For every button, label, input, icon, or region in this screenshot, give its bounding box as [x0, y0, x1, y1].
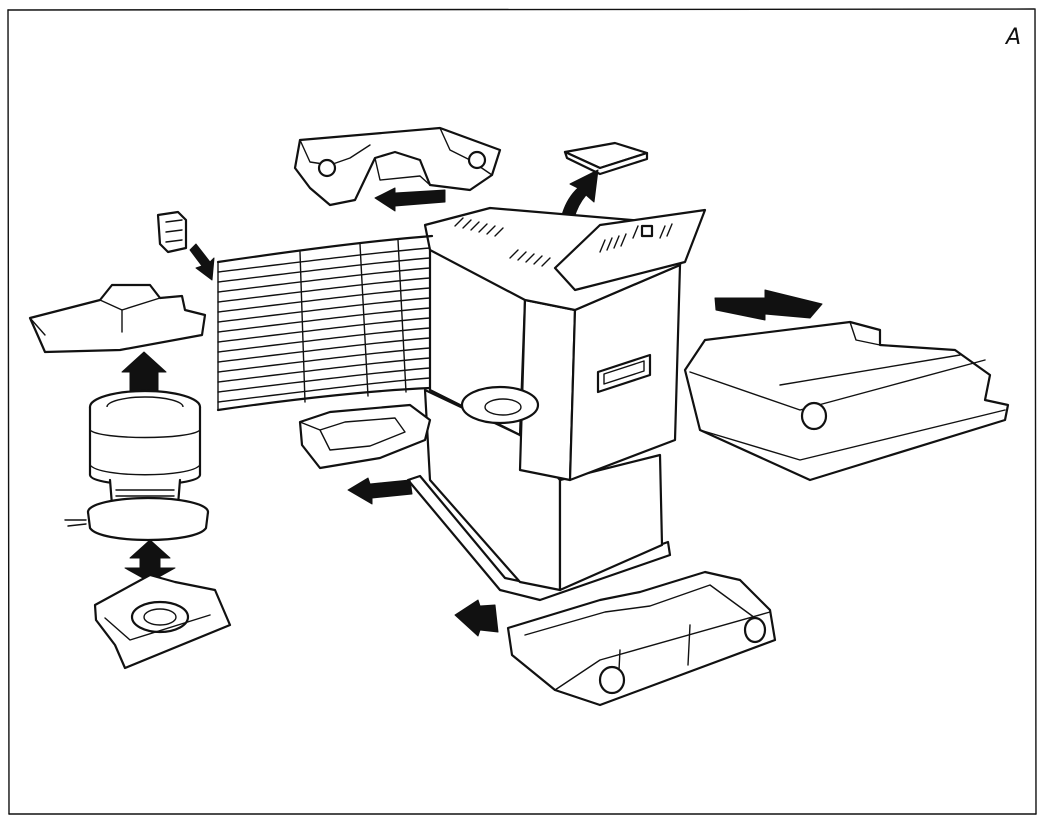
inner-tray-part [298, 403, 432, 470]
arrow-base-tray [454, 599, 499, 637]
arrow-clip [189, 243, 215, 281]
grille-guard-part [216, 234, 434, 412]
base-tray-part [506, 570, 777, 707]
small-lid-part [563, 141, 649, 176]
bottom-tray-part [93, 573, 232, 670]
figure-frame [7, 8, 1037, 815]
side-panel-part [683, 320, 1010, 482]
arrow-inner-tray [347, 477, 413, 505]
heater-body [406, 206, 707, 602]
arrow-top-cover [374, 187, 446, 212]
panel-label: A [1004, 25, 1021, 50]
burner-cap-part [28, 283, 207, 354]
clip-part [156, 210, 188, 254]
wick-cylinder-part [64, 389, 210, 542]
arrow-side-panel [714, 289, 823, 321]
arrow-burner-cap [121, 351, 167, 393]
top-cover-part [293, 126, 502, 207]
